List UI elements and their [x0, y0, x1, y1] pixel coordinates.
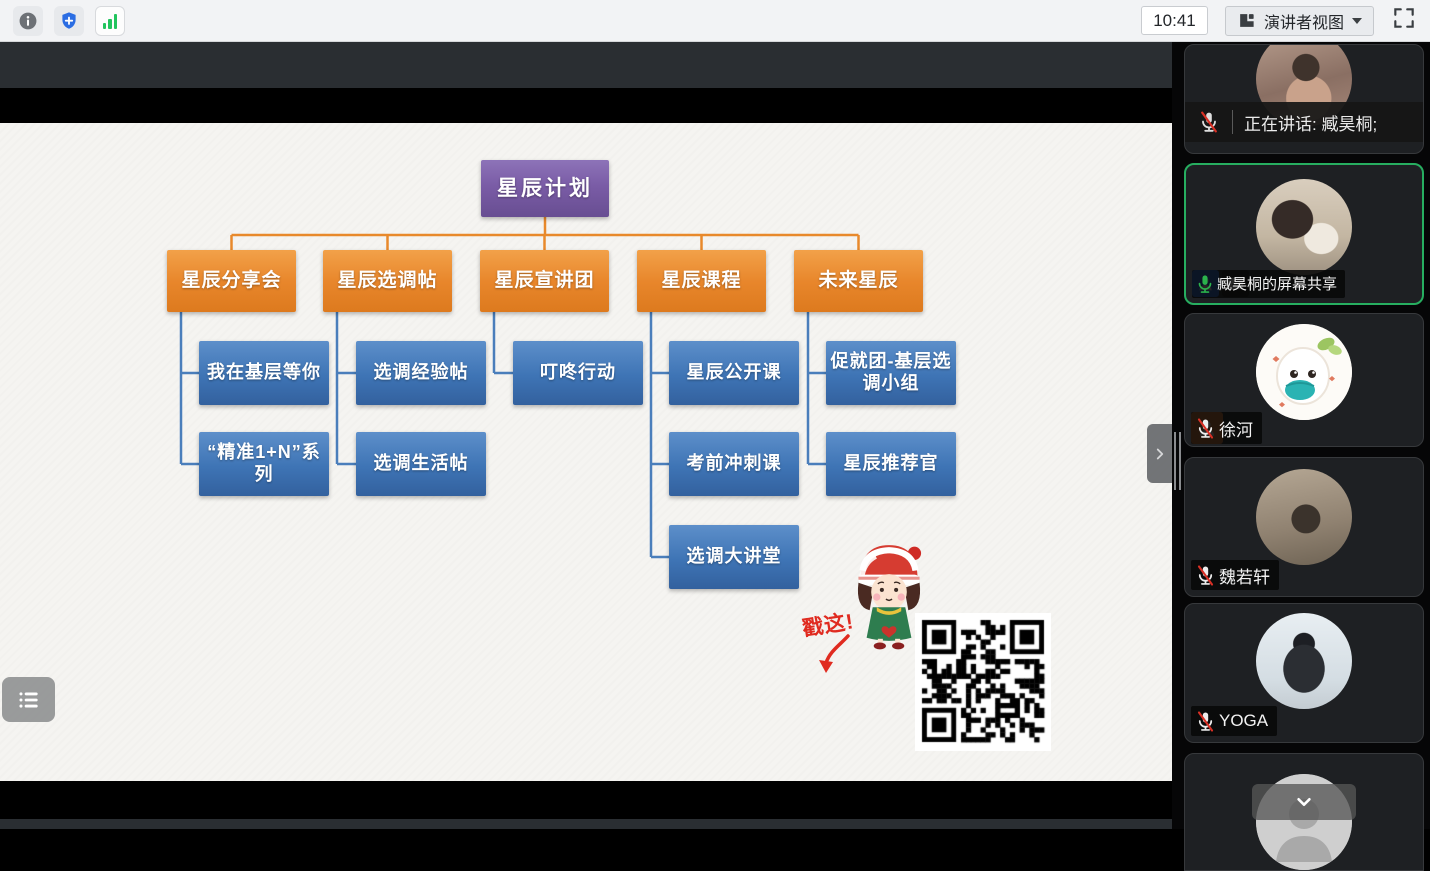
- meeting-info-button[interactable]: [13, 5, 43, 36]
- org-node-branch: 星辰宣讲团: [480, 250, 609, 312]
- speaking-banner: 正在讲话: 臧昊桐;: [1185, 102, 1423, 142]
- mic-muted-icon: [1201, 111, 1217, 133]
- cartoon-girl-sticker: [857, 545, 922, 650]
- participant-tile[interactable]: [1184, 753, 1424, 871]
- security-button[interactable]: [54, 5, 84, 36]
- view-mode-button[interactable]: 演讲者视图: [1224, 5, 1374, 36]
- avatar: [1256, 613, 1352, 709]
- org-node-branch: 未来星辰: [794, 250, 923, 312]
- speaking-banner-text: 正在讲话: 臧昊桐;: [1244, 114, 1378, 134]
- clock-time: 10:41: [1153, 10, 1196, 30]
- participant-name: YOGA: [1219, 711, 1269, 730]
- participant-tile[interactable]: 徐河: [1184, 313, 1424, 447]
- mic-muted-icon: [1197, 564, 1214, 586]
- org-node-leaf: 星辰推荐官: [826, 432, 956, 496]
- name-plate: 徐河: [1191, 412, 1262, 444]
- network-signal-icon: [102, 13, 118, 29]
- name-plate: 臧昊桐的屏幕共享: [1192, 269, 1346, 298]
- participant-name: 臧昊桐的屏幕共享: [1217, 276, 1338, 293]
- participant-tile[interactable]: YOGA: [1184, 603, 1424, 743]
- presentation-slide: 星辰计划 星辰分享会 星辰选调帖 星辰宣讲团 星辰课程 未来星辰 我在基层等你 …: [0, 123, 1172, 781]
- collapse-sidebar-button[interactable]: [1147, 424, 1172, 483]
- info-icon: [19, 12, 37, 29]
- name-plate: YOGA: [1191, 706, 1278, 736]
- org-node-branch: 星辰课程: [637, 250, 766, 312]
- scroll-more-participants-button[interactable]: [1252, 784, 1356, 820]
- tile-badge-row: 臧昊桐的屏幕共享: [1192, 269, 1346, 298]
- chevron-down-icon: [1297, 797, 1311, 807]
- participant-tile[interactable]: 魏若轩: [1184, 457, 1424, 597]
- org-node-root: 星辰计划: [481, 160, 609, 217]
- shared-screen-letterbox-top: [0, 42, 1172, 88]
- org-node-leaf: 星辰公开课: [669, 341, 799, 405]
- fullscreen-icon: [1394, 8, 1414, 28]
- view-mode-label: 演讲者视图: [1263, 14, 1344, 32]
- qr-code: [915, 613, 1051, 751]
- org-node-leaf: 叮咚行动: [513, 341, 643, 405]
- org-node-leaf: 考前冲刺课: [669, 432, 799, 496]
- sidebar-resize-handle[interactable]: [1174, 432, 1181, 490]
- avatar: [1256, 324, 1352, 420]
- qr-code-image: [915, 613, 1051, 751]
- bulleted-list-icon: [18, 691, 38, 708]
- org-chart-connectors: [179, 217, 860, 559]
- org-node-leaf: 促就团-基层选调小组: [826, 341, 956, 405]
- participant-name: 魏若轩: [1219, 567, 1270, 587]
- shared-screen-area: 星辰计划 星辰分享会 星辰选调帖 星辰宣讲团 星辰课程 未来星辰 我在基层等你 …: [0, 42, 1172, 829]
- speaker-view-icon: [1240, 14, 1254, 27]
- mic-muted-icon: [1197, 417, 1214, 439]
- cartoon-avatar: [1256, 324, 1352, 420]
- tile-badge-row: 徐河: [1191, 412, 1262, 444]
- chevron-down-icon: [1352, 17, 1362, 24]
- divider: [1232, 110, 1233, 134]
- name-plate: 魏若轩: [1191, 560, 1279, 590]
- fullscreen-button[interactable]: [1391, 5, 1417, 36]
- org-node-branch: 星辰选调帖: [323, 250, 452, 312]
- participant-name: 徐河: [1219, 420, 1253, 440]
- chevron-right-icon: [1156, 448, 1163, 459]
- org-node-leaf: 我在基层等你: [199, 341, 329, 405]
- toolbar-left-group: [13, 5, 125, 36]
- meeting-clock: 10:41: [1140, 6, 1208, 35]
- participant-tile-screen-share[interactable]: 臧昊桐的屏幕共享: [1184, 163, 1424, 305]
- participant-tile[interactable]: 正在讲话: 臧昊桐;: [1184, 44, 1424, 154]
- avatar: [1256, 469, 1352, 565]
- participants-sidebar: 正在讲话: 臧昊桐;: [1172, 42, 1430, 871]
- slide-list-button[interactable]: [2, 677, 55, 722]
- network-quality-button[interactable]: [95, 5, 125, 36]
- shared-screen-letterbox-bottom: [0, 819, 1172, 829]
- mic-muted-icon: [1197, 710, 1214, 732]
- shield-plus-icon: [62, 11, 76, 29]
- toolbar-right-group: 10:41 演讲者视图: [1140, 5, 1417, 36]
- mic-active-icon: [1198, 274, 1212, 293]
- org-node-leaf: “精准1+N”系列: [199, 432, 329, 496]
- org-node-leaf: 选调大讲堂: [669, 525, 799, 589]
- avatar: [1256, 179, 1352, 275]
- org-node-leaf: 选调经验帖: [356, 341, 486, 405]
- org-node-branch: 星辰分享会: [167, 250, 296, 312]
- org-node-leaf: 选调生活帖: [356, 432, 486, 496]
- arrow-down-left-icon: [819, 634, 850, 673]
- top-toolbar: 10:41 演讲者视图: [0, 0, 1430, 42]
